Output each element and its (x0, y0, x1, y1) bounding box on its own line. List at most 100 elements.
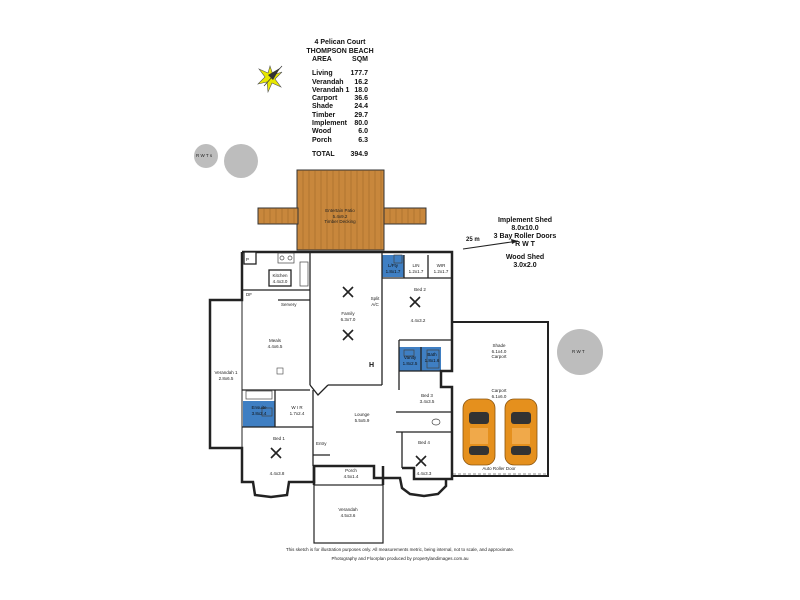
room-name: Bed 1 (273, 436, 285, 441)
room-label-vanity: Vanity 1.8x2.5 (400, 355, 420, 366)
room-size: 1.2x1.7 (408, 268, 424, 274)
disclaimer-text: This sketch is for illustration purposes… (285, 547, 515, 552)
room-label-ensuite: Ensuite 3.8x2.4 (245, 405, 273, 416)
timber-deck (257, 169, 427, 251)
area-value: 80.0 (354, 120, 368, 128)
implement-shed-info: Implement Shed 8.0x10.0 3 Bay Roller Doo… (480, 217, 570, 249)
area-value: 6.0 (358, 128, 368, 136)
room-size: 4.5x1.4 (343, 473, 359, 479)
room-name: Meals (268, 338, 281, 343)
smoke-detector-icon (276, 367, 284, 375)
room-label-kitchen: Kitchen 4.4x3.0 (265, 273, 295, 284)
room-name: Porch (345, 468, 357, 473)
interior-walls (242, 252, 452, 468)
auto-roller-door-label: Auto Roller Door (482, 466, 516, 471)
room-size: 5.5x5.9 (354, 417, 370, 423)
area-row: Living 177.7 (312, 70, 368, 78)
room-name: Entertain Patio (325, 208, 355, 213)
servery-label: Servery (281, 302, 297, 307)
room-label-shade: Shade 6.1x4.0 Carport (484, 343, 514, 360)
room-name: Carport (491, 388, 507, 393)
room-label-lounge: Lounge 5.5x5.9 (347, 412, 377, 423)
area-value: 6.3 (358, 136, 368, 144)
area-value: 177.7 (350, 70, 368, 78)
pantry-label: P (246, 257, 250, 262)
compass-sun-icon (257, 64, 283, 94)
implement-shed-size: 8.0x10.0 (511, 225, 539, 232)
room-size: 1.8x1.7 (385, 268, 401, 274)
room-label-verandah: Verandah 4.5x3.6 (333, 507, 363, 518)
heater-label: H (369, 362, 375, 369)
wood-shed-title: Wood Shed (505, 254, 545, 261)
tank-label-right: R W T (572, 349, 585, 354)
room-label-wir: WIR 1.2x1.7 (430, 263, 452, 274)
area-col-header: AREA (312, 56, 332, 63)
area-row: Carport 36.6 (312, 95, 368, 103)
hall-walls (243, 251, 329, 396)
room-label-patio: Entertain Patio 5.4x9.2 Timber Decking (310, 208, 370, 225)
room-label-porch: Porch 4.5x1.4 (336, 468, 366, 479)
implement-shed-title: Implement Shed (497, 217, 553, 224)
room-label-bed4-size: 4.4x3.3 (416, 471, 432, 476)
address-line-1: 4 Pelican Court (314, 39, 366, 46)
room-label-wir2: W I R 1.7x2.4 (283, 405, 311, 416)
room-label-bed3: Bed 3 3.4x3.5 (412, 393, 442, 404)
area-value: 16.2 (354, 78, 368, 86)
wood-shed-size: 3.0x2.0 (513, 262, 537, 269)
area-name: Living (312, 70, 333, 78)
front-verandah-outline (313, 484, 384, 544)
room-label-bed1-size: 4.4x3.8 (269, 471, 285, 476)
area-name: Shade (312, 103, 334, 111)
room-size: 4.4x3.0 (272, 278, 288, 284)
address-line-2: THOMPSON BEACH (306, 48, 374, 55)
room-label-bed2-size: 4.4x3.2 (410, 318, 426, 323)
room-label-meals: Meals 4.4x6.5 (260, 338, 290, 349)
dishwasher-label: DF (246, 292, 252, 297)
room-name: Verandah (338, 507, 358, 512)
room-name: Bed 3 (421, 393, 433, 398)
room-name: Lounge (354, 412, 370, 417)
room-size: 1.8x2.5 (402, 360, 418, 366)
distance-arrow-icon (462, 239, 519, 250)
room-label-verandah1: Verandah 1 2.8x6.5 (211, 370, 241, 381)
area-total-label: TOTAL (312, 150, 335, 158)
area-value: 36.6 (354, 95, 368, 103)
room-size: 4.5x3.6 (340, 512, 356, 518)
room-size: 1.7x2.4 (289, 410, 305, 416)
room-label-bath: Bath 1.8x1.6 (424, 352, 440, 363)
area-total-row: TOTAL 394.9 (312, 151, 368, 159)
room-name: Bed 2 (414, 287, 426, 292)
room-name: Kitchen (272, 273, 288, 278)
room-size: 5.4x9.2 (332, 213, 348, 219)
room-size: 3.4x3.5 (419, 398, 435, 404)
room-name: Ensuite (251, 405, 267, 410)
rainwater-tank-left (224, 144, 258, 178)
area-name: Implement (312, 120, 348, 128)
area-name: Timber (312, 111, 336, 119)
ceiling-fan-icons (270, 286, 427, 467)
entry-label: Entry (316, 441, 327, 446)
rainwater-tank-right (557, 329, 603, 375)
fixtures (245, 252, 441, 426)
room-name: Vanity (403, 355, 417, 360)
area-name: Carport (312, 95, 338, 103)
implement-shed-rwt: R W T (515, 241, 535, 248)
ensuite-wet-area (243, 401, 275, 427)
room-label-family: Family 6.3x7.0 (333, 311, 363, 322)
wood-shed-info: Wood Shed 3.0x2.0 (490, 254, 560, 270)
room-size: 4.4x6.5 (267, 343, 283, 349)
address-block: 4 Pelican Court THOMPSON BEACH (290, 38, 390, 56)
room-size: 6.1x6.0 (491, 393, 507, 399)
room-note: Timber Decking (324, 219, 356, 224)
area-total-value: 394.9 (350, 150, 368, 158)
split-ac-label: Split A/C (370, 296, 380, 307)
tank-label-left: R W T s (196, 153, 213, 158)
area-table-header: AREA SQM (312, 56, 368, 64)
room-name: L/Fty (387, 263, 398, 268)
